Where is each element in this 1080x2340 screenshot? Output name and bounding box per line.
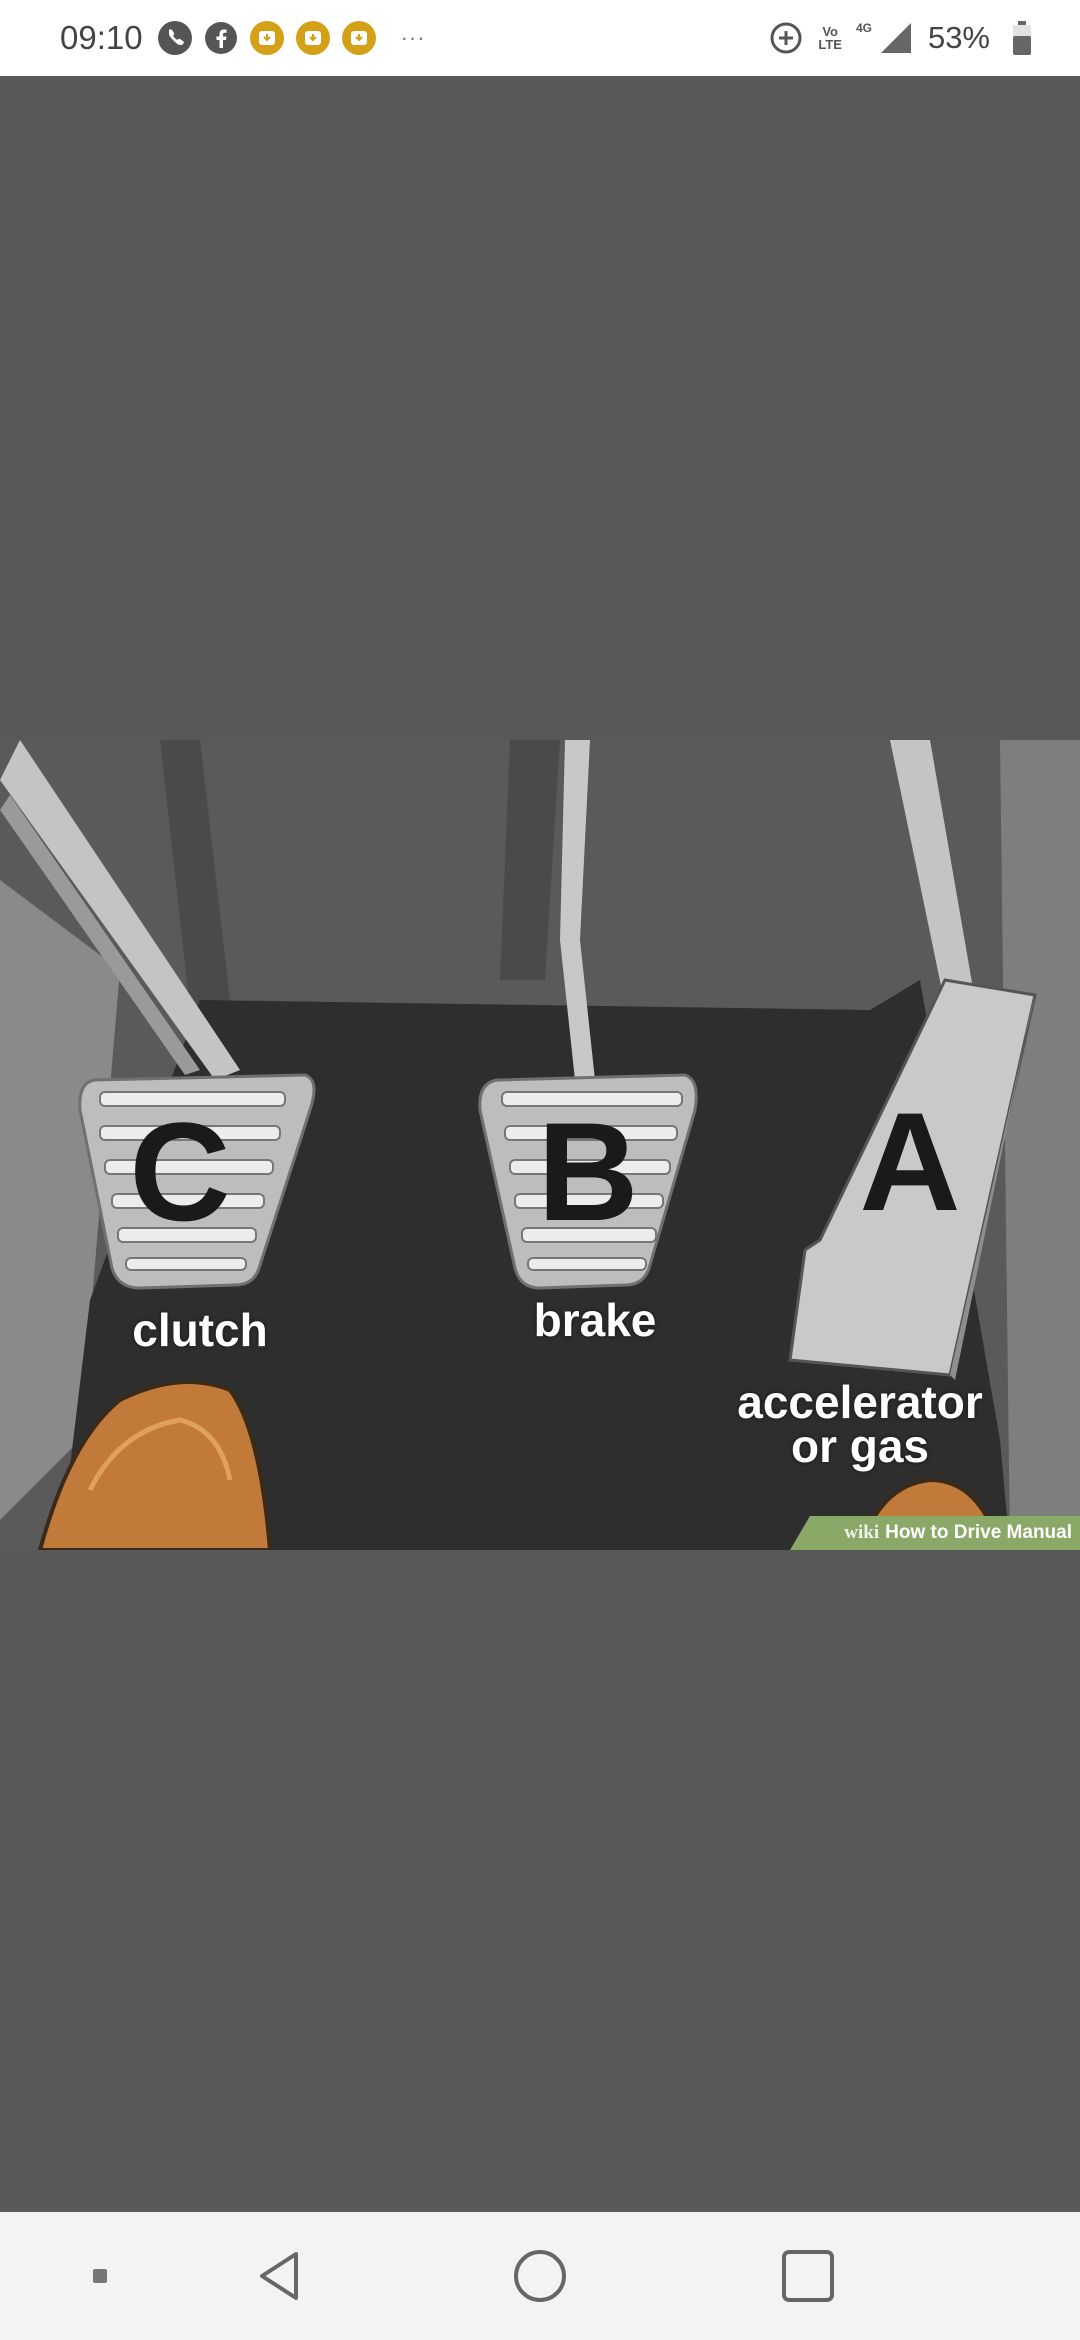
phone-icon <box>157 20 193 56</box>
network-type: 4G <box>855 21 872 35</box>
accelerator-pedal <box>788 978 1037 1380</box>
menu-button[interactable] <box>80 2212 120 2340</box>
status-left: 09:10 ··· <box>60 19 426 57</box>
clutch-label: clutch <box>132 1304 268 1356</box>
data-saver-icon <box>768 20 804 56</box>
accelerator-label-line1: accelerator <box>737 1376 983 1428</box>
accelerator-label-line2: or gas <box>790 1420 930 1472</box>
recents-button[interactable] <box>768 2212 848 2340</box>
pedals-drawing: C B A <box>0 740 1080 1550</box>
watermark-text: How to Drive Manual <box>885 1522 1072 1543</box>
volte-bottom: LTE <box>818 37 842 52</box>
brake-label: brake <box>533 1294 657 1346</box>
battery-icon <box>1004 20 1040 56</box>
pedals-illustration: C B A clutch brake accelerator or gas wi… <box>0 740 1080 1550</box>
volte-indicator: Vo LTE <box>818 25 842 51</box>
status-right: Vo LTE 4G 53% <box>768 20 1040 56</box>
wikihow-watermark: wiki How to Drive Manual <box>790 1516 1080 1550</box>
navigation-bar <box>0 2212 1080 2340</box>
download-badge-icon <box>295 20 331 56</box>
facebook-icon <box>203 20 239 56</box>
left-shoe <box>37 1380 273 1550</box>
pedal-letter-c: C <box>129 1093 230 1250</box>
pedal-letter-b: B <box>537 1093 638 1250</box>
menu-icon <box>93 2269 107 2283</box>
watermark-brand: wiki <box>844 1522 880 1543</box>
back-button[interactable] <box>240 2212 320 2340</box>
status-bar: 09:10 ··· Vo LTE 4G 53% <box>0 0 1080 76</box>
clutch-pedal <box>78 1073 316 1290</box>
signal-icon <box>878 20 914 56</box>
volte-top: Vo <box>822 24 838 39</box>
recents-icon <box>782 2250 834 2302</box>
status-time: 09:10 <box>60 19 143 56</box>
pedal-letter-a: A <box>859 1083 960 1240</box>
back-icon <box>260 2252 298 2300</box>
home-icon <box>514 2250 566 2302</box>
battery-percent: 53% <box>927 20 990 55</box>
more-notifications-icon: ··· <box>400 25 426 50</box>
content-area: C B A clutch brake accelerator or gas wi… <box>0 76 1080 2212</box>
accelerator-label: accelerator or gas <box>700 1376 1020 1472</box>
brake-pedal <box>478 1073 698 1290</box>
download-badge-icon <box>249 20 285 56</box>
download-badge-icon <box>341 20 377 56</box>
home-button[interactable] <box>500 2212 580 2340</box>
